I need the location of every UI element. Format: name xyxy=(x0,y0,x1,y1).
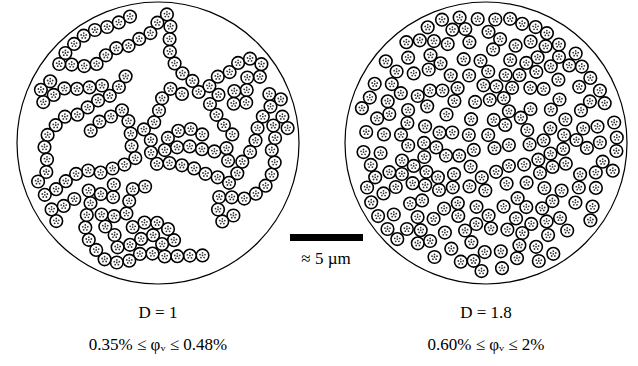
scale-bar xyxy=(290,234,363,241)
sample-circle xyxy=(345,2,627,284)
fractal-dimension: D = 1.8 xyxy=(460,304,512,323)
volume-fraction-range: 0.60% ≤ φᵥ ≤ 2% xyxy=(427,336,544,355)
particle-cloud xyxy=(356,11,623,277)
fractal-dimension: D = 1 xyxy=(139,304,178,323)
sample-circle xyxy=(17,2,299,284)
scale-label: ≈ 5 µm xyxy=(301,250,350,269)
particle-chains xyxy=(32,8,294,269)
volume-fraction-range: 0.35% ≤ φᵥ ≤ 0.48% xyxy=(89,336,227,355)
